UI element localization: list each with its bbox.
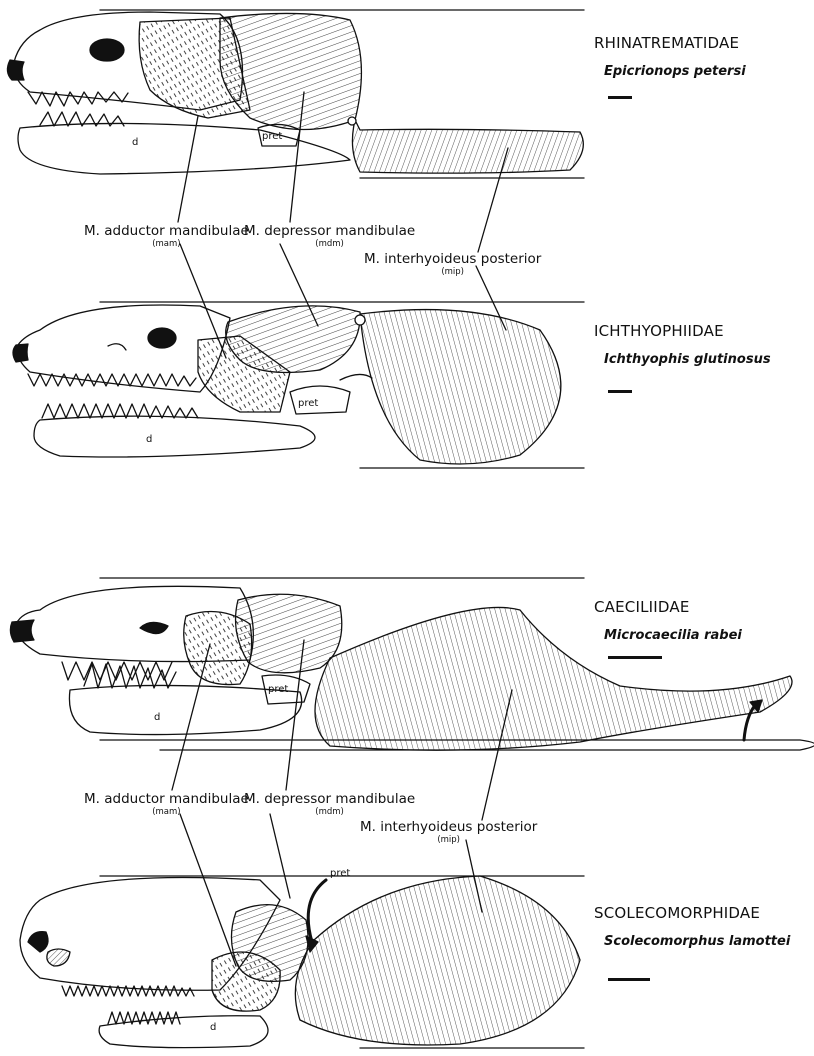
adductor-abbr: (mam) (84, 807, 249, 817)
adductor-abbr: (mam) (84, 239, 249, 249)
species-name-4: Scolecomorphus lamottei (604, 934, 790, 949)
panel-4-drawing (20, 876, 584, 1048)
adductor-name: M. adductor mandibulae (84, 223, 249, 239)
family-name-3: CAECILIIDAE (594, 598, 690, 616)
species-name-2: Ichthyophis glutinosus (604, 352, 771, 367)
adductor-label-top: M. adductor mandibulae (mam) (84, 224, 249, 249)
depressor-label-top: M. depressor mandibulae (mdm) (244, 224, 415, 249)
interhyoideus-label-top: M. interhyoideus posterior (mip) (364, 252, 541, 277)
family-name-2: ICHTHYOPHIIDAE (594, 322, 724, 340)
scale-bar-3 (608, 656, 662, 659)
adductor-label-bottom: M. adductor mandibulae (mam) (84, 792, 249, 817)
species-name-1: Epicrionops petersi (604, 64, 746, 79)
interhyoideus-name: M. interhyoideus posterior (364, 251, 541, 267)
depressor-abbr: (mdm) (244, 239, 415, 249)
bone-labels: d pret d pret d pret d pret (132, 131, 350, 1033)
dentary-label-3: d (154, 712, 160, 723)
depressor-name: M. depressor mandibulae (244, 791, 415, 807)
interhyoideus-label-bottom: M. interhyoideus posterior (mip) (360, 820, 537, 845)
depressor-abbr: (mdm) (244, 807, 415, 817)
species-name-3: Microcaecilia rabei (604, 628, 742, 643)
scale-bar-2 (608, 390, 632, 393)
depressor-label-bottom: M. depressor mandibulae (mdm) (244, 792, 415, 817)
dentary-label-4: d (210, 1022, 216, 1033)
interhyoideus-abbr: (mip) (364, 267, 541, 277)
interhyoideus-name: M. interhyoideus posterior (360, 819, 537, 835)
pret-label-1: pret (262, 131, 282, 142)
family-name-1: RHINATREMATIDAE (594, 34, 739, 52)
panel-3-drawing (10, 578, 814, 750)
scale-bar-4 (608, 978, 650, 981)
scale-bar-1 (608, 96, 632, 99)
family-name-4: SCOLECOMORPHIDAE (594, 904, 760, 922)
dentary-label-2: d (146, 434, 152, 445)
depressor-name: M. depressor mandibulae (244, 223, 415, 239)
pret-label-4: pret (330, 868, 350, 879)
pret-label-2: pret (298, 398, 318, 409)
panel-2-drawing (13, 302, 584, 468)
panel-1-drawing (7, 10, 584, 178)
pret-label-3: pret (268, 684, 288, 695)
interhyoideus-abbr: (mip) (360, 835, 537, 845)
adductor-name: M. adductor mandibulae (84, 791, 249, 807)
dentary-label-1: d (132, 137, 138, 148)
